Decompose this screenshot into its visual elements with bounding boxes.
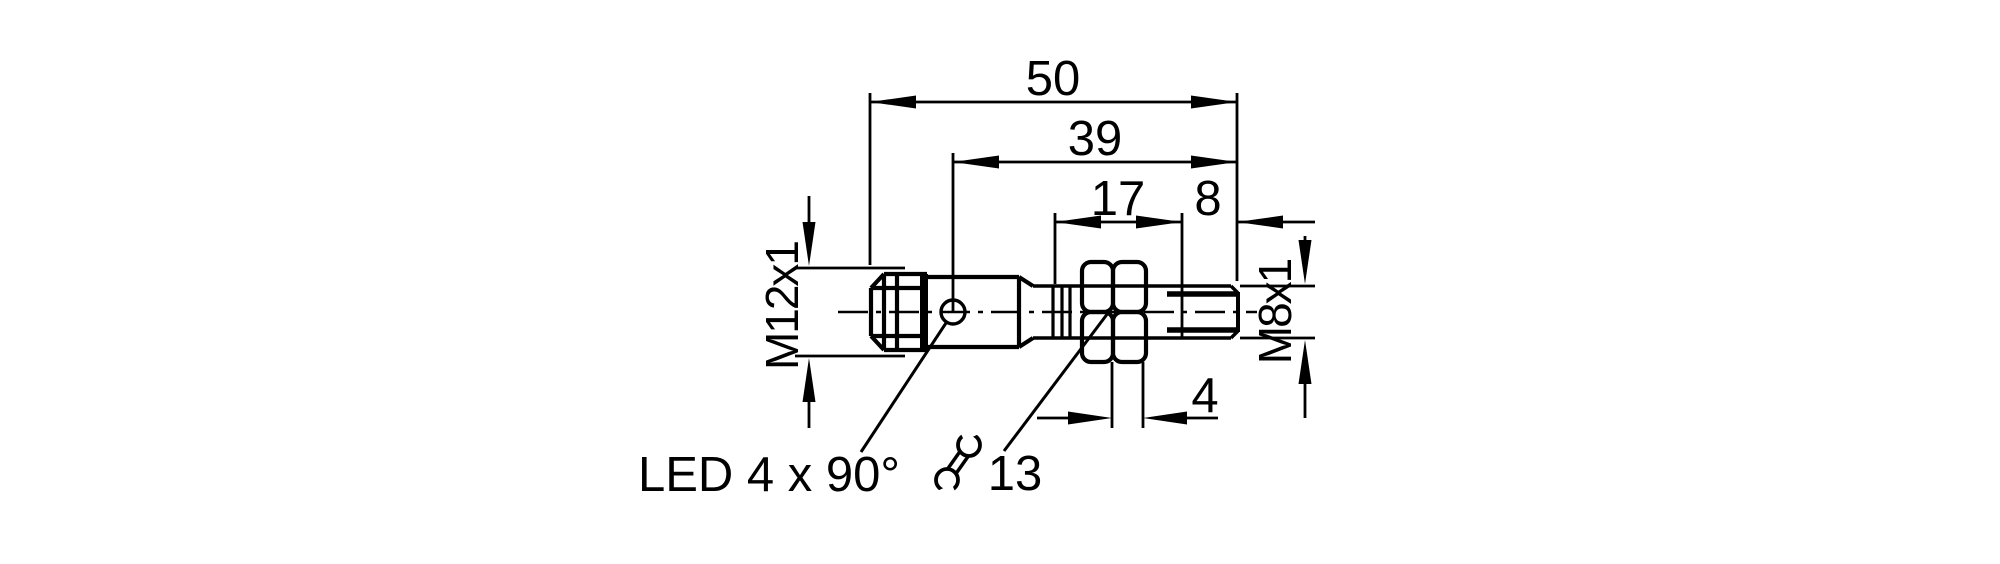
wrench-icon xyxy=(934,423,982,502)
dim-length-to-led-label: 39 xyxy=(1068,112,1123,166)
dimension-connector-thread xyxy=(795,196,905,428)
led-leader-line xyxy=(859,322,948,453)
arrowhead xyxy=(870,95,916,109)
led-note-label: LED 4 x 90° xyxy=(638,448,900,502)
dimension-barrel-thread xyxy=(1240,236,1315,418)
arrowhead xyxy=(802,358,816,402)
dim-thread-length-label: 17 xyxy=(1091,172,1146,226)
arrowhead xyxy=(1136,215,1182,229)
arrowhead xyxy=(1191,95,1237,109)
dimension-overall-length xyxy=(868,93,1239,281)
nut-leader-line xyxy=(1002,312,1110,452)
arrowhead xyxy=(1298,340,1312,384)
dim-tip-length-label: 8 xyxy=(1194,172,1221,226)
dim-connector-thread-label: M12x1 xyxy=(756,242,808,370)
arrowhead xyxy=(802,222,816,266)
dimension-tip-length xyxy=(1237,215,1315,229)
dimension-length-to-led xyxy=(951,153,1237,312)
arrowhead xyxy=(1068,411,1112,425)
dim-barrel-thread-label: M8x1 xyxy=(1249,259,1301,364)
connector-flange xyxy=(920,274,928,350)
arrowhead xyxy=(1191,155,1237,169)
dimension-thread-length xyxy=(1053,213,1184,339)
arrowhead xyxy=(1143,411,1187,425)
dimension-nut-width xyxy=(1037,362,1218,428)
wrench-size-label: 13 xyxy=(988,447,1043,501)
dim-nut-width-label: 4 xyxy=(1191,369,1218,423)
dim-overall-length-label: 50 xyxy=(1026,52,1081,106)
arrowhead xyxy=(953,155,999,169)
arrowhead xyxy=(1055,215,1101,229)
arrowhead xyxy=(1298,240,1312,284)
arrowhead xyxy=(1237,215,1283,229)
